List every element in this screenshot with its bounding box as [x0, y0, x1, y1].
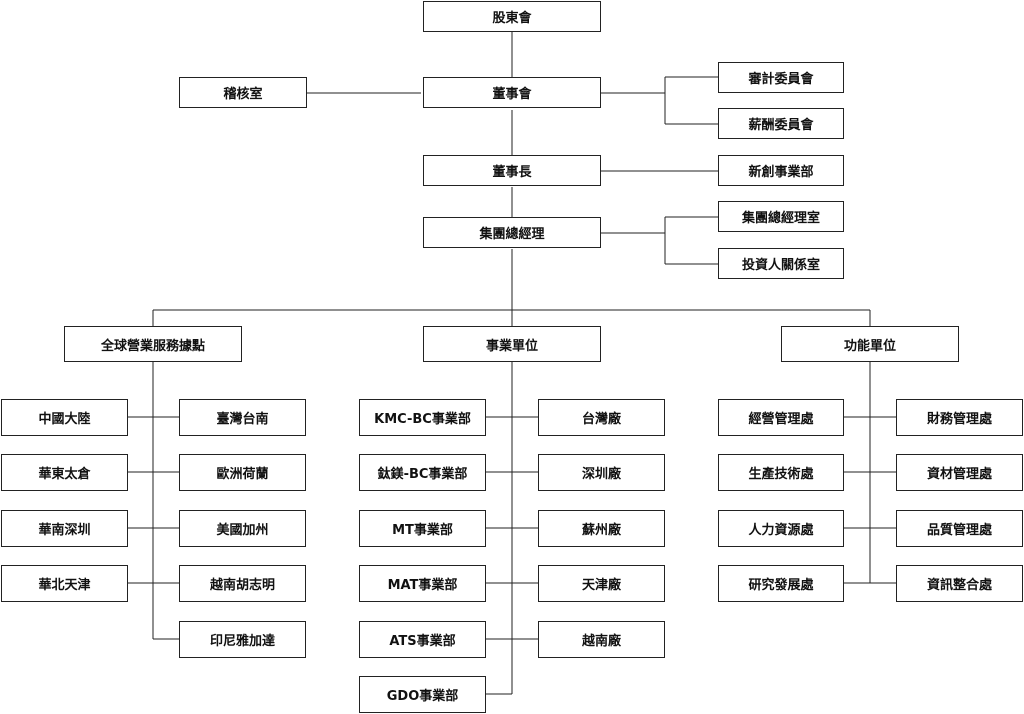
- box-functional-left: 生產技術處: [718, 454, 844, 491]
- box-investor-relations: 投資人關係室: [718, 248, 844, 279]
- box-functional-left: 經營管理處: [718, 399, 844, 436]
- box-global-left: 中國大陸: [1, 399, 128, 436]
- box-functional-right: 財務管理處: [896, 399, 1023, 436]
- box-functional-right: 品質管理處: [896, 510, 1023, 547]
- box-audit-committee: 審計委員會: [718, 62, 844, 93]
- box-functional-left: 研究發展處: [718, 565, 844, 602]
- box-business-units: 事業單位: [423, 326, 601, 362]
- box-factory: 台灣廠: [538, 399, 665, 436]
- box-global-service: 全球營業服務據點: [64, 326, 242, 362]
- box-audit-office: 稽核室: [179, 77, 307, 108]
- box-factory: 越南廠: [538, 621, 665, 658]
- box-functional-units: 功能單位: [781, 326, 959, 362]
- box-global-right: 臺灣台南: [179, 399, 306, 436]
- box-global-right: 美國加州: [179, 510, 306, 547]
- box-business-division: MT事業部: [359, 510, 486, 547]
- box-business-division: GDO事業部: [359, 676, 486, 713]
- box-functional-right: 資訊整合處: [896, 565, 1023, 602]
- box-shareholders: 股東會: [423, 1, 601, 32]
- box-business-division: ATS事業部: [359, 621, 486, 658]
- box-global-right: 越南胡志明: [179, 565, 306, 602]
- box-functional-left: 人力資源處: [718, 510, 844, 547]
- box-business-division: MAT事業部: [359, 565, 486, 602]
- box-business-division: KMC-BC事業部: [359, 399, 486, 436]
- box-chairman: 董事長: [423, 155, 601, 186]
- box-board: 董事會: [423, 77, 601, 108]
- box-factory: 蘇州廠: [538, 510, 665, 547]
- box-new-venture: 新創事業部: [718, 155, 844, 186]
- box-functional-right: 資材管理處: [896, 454, 1023, 491]
- box-factory: 天津廠: [538, 565, 665, 602]
- box-remuneration-committee: 薪酬委員會: [718, 108, 844, 139]
- box-factory: 深圳廠: [538, 454, 665, 491]
- box-global-left: 華東太倉: [1, 454, 128, 491]
- box-business-division: 鈦鎂-BC事業部: [359, 454, 486, 491]
- box-global-right: 歐洲荷蘭: [179, 454, 306, 491]
- box-group-gm: 集團總經理: [423, 217, 601, 248]
- box-global-right: 印尼雅加達: [179, 621, 306, 658]
- box-global-left: 華北天津: [1, 565, 128, 602]
- box-group-gm-office: 集團總經理室: [718, 201, 844, 232]
- box-global-left: 華南深圳: [1, 510, 128, 547]
